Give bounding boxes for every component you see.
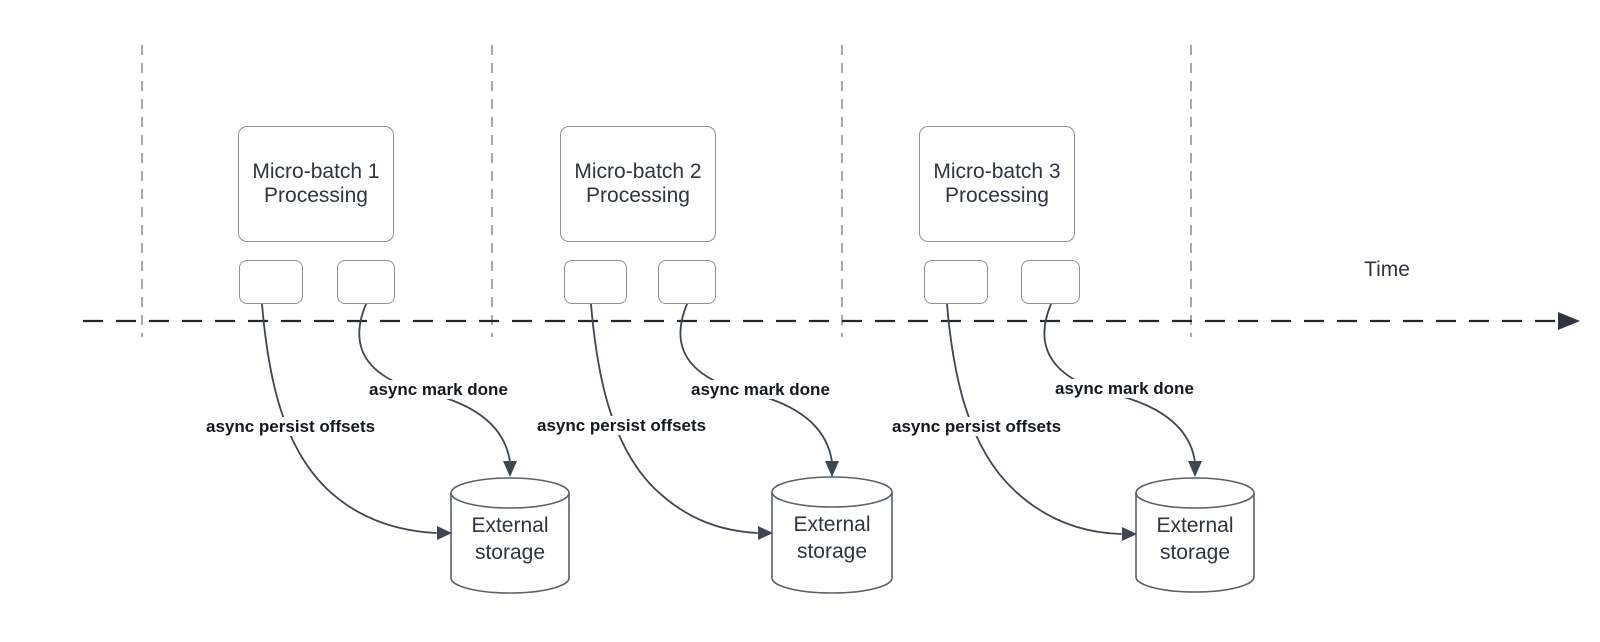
external-storage-label-2: External storage xyxy=(793,513,871,563)
micro-batch-title: Micro-batch 2 xyxy=(574,160,702,183)
micro-batch-subtitle: Processing xyxy=(945,184,1049,207)
micro-batch-title: Micro-batch 1 xyxy=(252,160,380,183)
external-storage-label-3: External storage xyxy=(1156,514,1234,564)
external-storage-cylinder-2 xyxy=(771,476,893,594)
external-storage-label-1: External storage xyxy=(471,514,549,564)
micro-batch-box-1: Micro-batch 1 Processing xyxy=(238,126,394,242)
offsets-task-box-1 xyxy=(239,260,303,304)
mark-done-arrowhead-1 xyxy=(503,461,517,477)
done-task-box-3 xyxy=(1021,260,1080,304)
done-task-box-1 xyxy=(337,260,395,304)
persist-offsets-arrow-1 xyxy=(261,303,437,534)
micro-batch-box-2: Micro-batch 2 Processing xyxy=(560,126,716,242)
micro-batch-subtitle: Processing xyxy=(264,184,368,207)
mark-done-arrowhead-2 xyxy=(825,461,839,477)
micro-batch-subtitle: Processing xyxy=(586,184,690,207)
micro-batch-box-3: Micro-batch 3 Processing xyxy=(919,126,1075,242)
mark-done-label-2: async mark done xyxy=(688,380,833,399)
time-axis-label: Time xyxy=(1364,258,1410,281)
persist-offsets-label-3: async persist offsets xyxy=(889,417,1065,436)
persist-offsets-label-1: async persist offsets xyxy=(203,417,379,436)
persist-arrowhead-3 xyxy=(1122,527,1137,541)
mark-done-label-3: async mark done xyxy=(1052,379,1197,398)
persist-offsets-label-2: async persist offsets xyxy=(534,416,710,435)
time-axis-arrowhead xyxy=(1558,312,1580,330)
mark-done-label-1: async mark done xyxy=(366,380,511,399)
external-storage-cylinder-3 xyxy=(1135,477,1255,593)
persist-arrowhead-2 xyxy=(758,526,773,540)
persist-arrowhead-1 xyxy=(437,526,452,540)
mark-done-arrowhead-3 xyxy=(1188,461,1202,477)
persist-offsets-arrow-3 xyxy=(946,303,1122,535)
micro-batch-title: Micro-batch 3 xyxy=(933,160,1061,183)
persist-offsets-arrow-2 xyxy=(590,303,758,534)
done-task-box-2 xyxy=(658,260,716,304)
external-storage-cylinder-1 xyxy=(450,477,570,594)
offsets-task-box-3 xyxy=(924,260,988,304)
offsets-task-box-2 xyxy=(564,260,627,304)
